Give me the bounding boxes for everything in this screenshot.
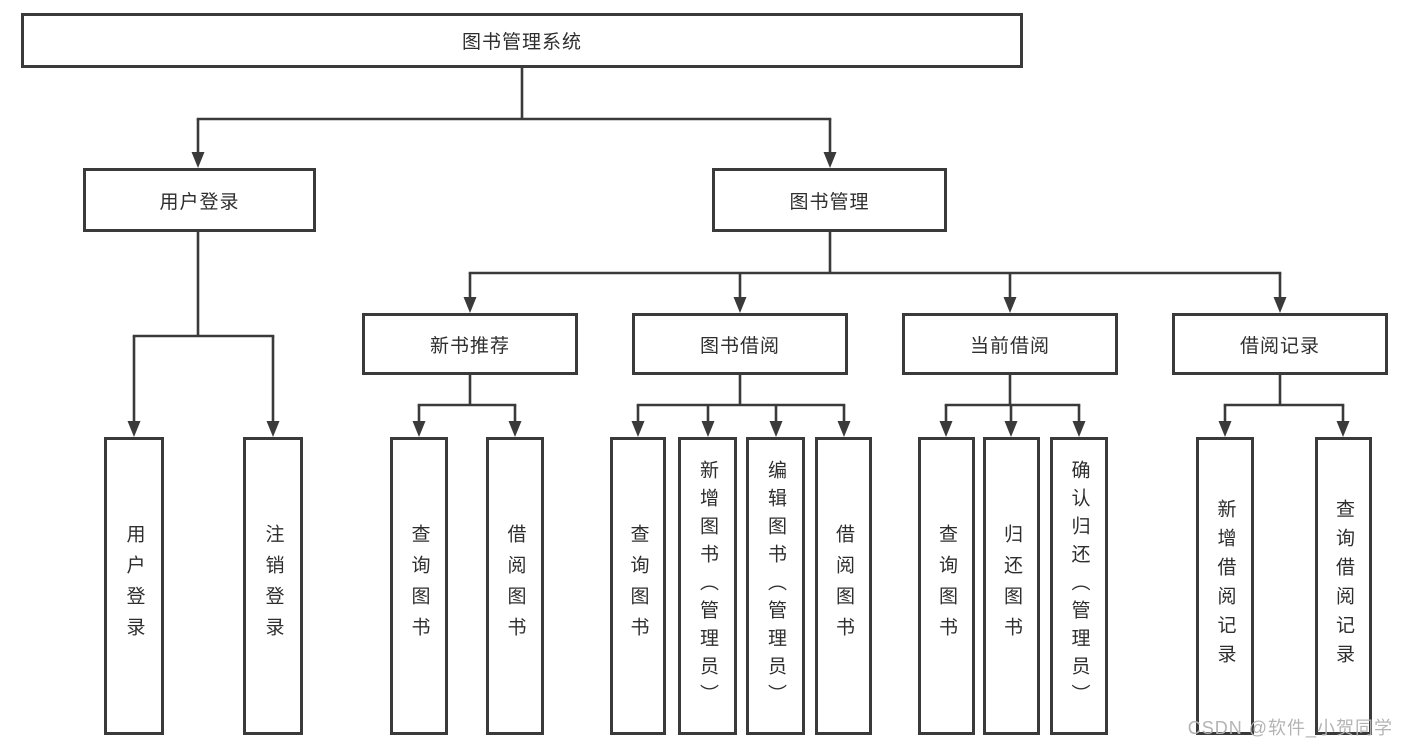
leaf-query-books-3: 查询图书 — [918, 437, 975, 735]
node-library-management-system: 图书管理系统 — [21, 13, 1023, 68]
node-label: 查询借阅记录 — [1333, 499, 1354, 673]
node-label: 新增图书（管理员） — [697, 460, 718, 712]
node-label: 用户登录 — [123, 524, 145, 648]
node-borrowing-records: 借阅记录 — [1172, 313, 1388, 375]
node-label: 确认归还（管理员） — [1068, 460, 1090, 712]
leaf-query-books-2: 查询图书 — [610, 437, 666, 735]
leaf-edit-books-admin: 编辑图书（管理员） — [746, 437, 805, 735]
leaf-return-books: 归还图书 — [983, 437, 1040, 735]
node-label: 新增借阅记录 — [1214, 499, 1236, 673]
node-label: 编辑图书（管理员） — [765, 460, 786, 712]
node-label: 借阅图书 — [833, 524, 854, 648]
node-label: 查询图书 — [408, 524, 430, 648]
node-new-book-recommendation: 新书推荐 — [362, 313, 578, 375]
node-label: 当前借阅 — [969, 335, 1050, 357]
leaf-query-books: 查询图书 — [390, 437, 448, 735]
leaf-borrow-books: 借阅图书 — [486, 437, 544, 735]
node-label: 图书管理 — [789, 191, 870, 213]
connector-user-login-to-leaves — [127, 232, 280, 437]
leaf-query-borrow-record: 查询借阅记录 — [1315, 437, 1372, 735]
leaf-logout: 注销登录 — [243, 437, 303, 735]
node-label: 借阅图书 — [504, 524, 526, 648]
node-label: 借阅记录 — [1239, 335, 1320, 357]
leaf-borrow-books-2: 借阅图书 — [815, 437, 872, 735]
leaf-add-books-admin: 新增图书（管理员） — [678, 437, 737, 735]
connector-current-borrow-to-leaves — [939, 375, 1086, 437]
connector-new-book-rec-to-leaves — [412, 375, 522, 437]
csdn-watermark: CSDN @软件_小贺同学 — [1187, 718, 1393, 738]
node-book-borrowing: 图书借阅 — [632, 313, 848, 375]
node-label: 用户登录 — [159, 191, 240, 213]
node-label: 新书推荐 — [429, 335, 510, 357]
leaf-user-login: 用户登录 — [104, 437, 164, 735]
connector-book-mgmt-to-level3 — [463, 232, 1287, 313]
connector-root-to-level2 — [191, 68, 837, 168]
node-label: 图书管理系统 — [461, 32, 582, 53]
connector-book-borrow-to-leaves — [631, 375, 851, 437]
node-label: 查询图书 — [936, 524, 957, 648]
node-user-login: 用户登录 — [83, 168, 316, 232]
node-book-management: 图书管理 — [712, 168, 947, 232]
node-label: 图书借阅 — [699, 335, 780, 357]
connector-borrow-records-to-leaves — [1218, 375, 1350, 437]
node-current-borrowing: 当前借阅 — [902, 313, 1118, 375]
leaf-add-borrow-record: 新增借阅记录 — [1196, 437, 1254, 735]
node-label: 注销登录 — [262, 524, 284, 648]
node-label: 查询图书 — [627, 524, 649, 648]
node-label: 归还图书 — [1001, 524, 1022, 648]
leaf-confirm-return-admin: 确认归还（管理员） — [1050, 437, 1108, 735]
